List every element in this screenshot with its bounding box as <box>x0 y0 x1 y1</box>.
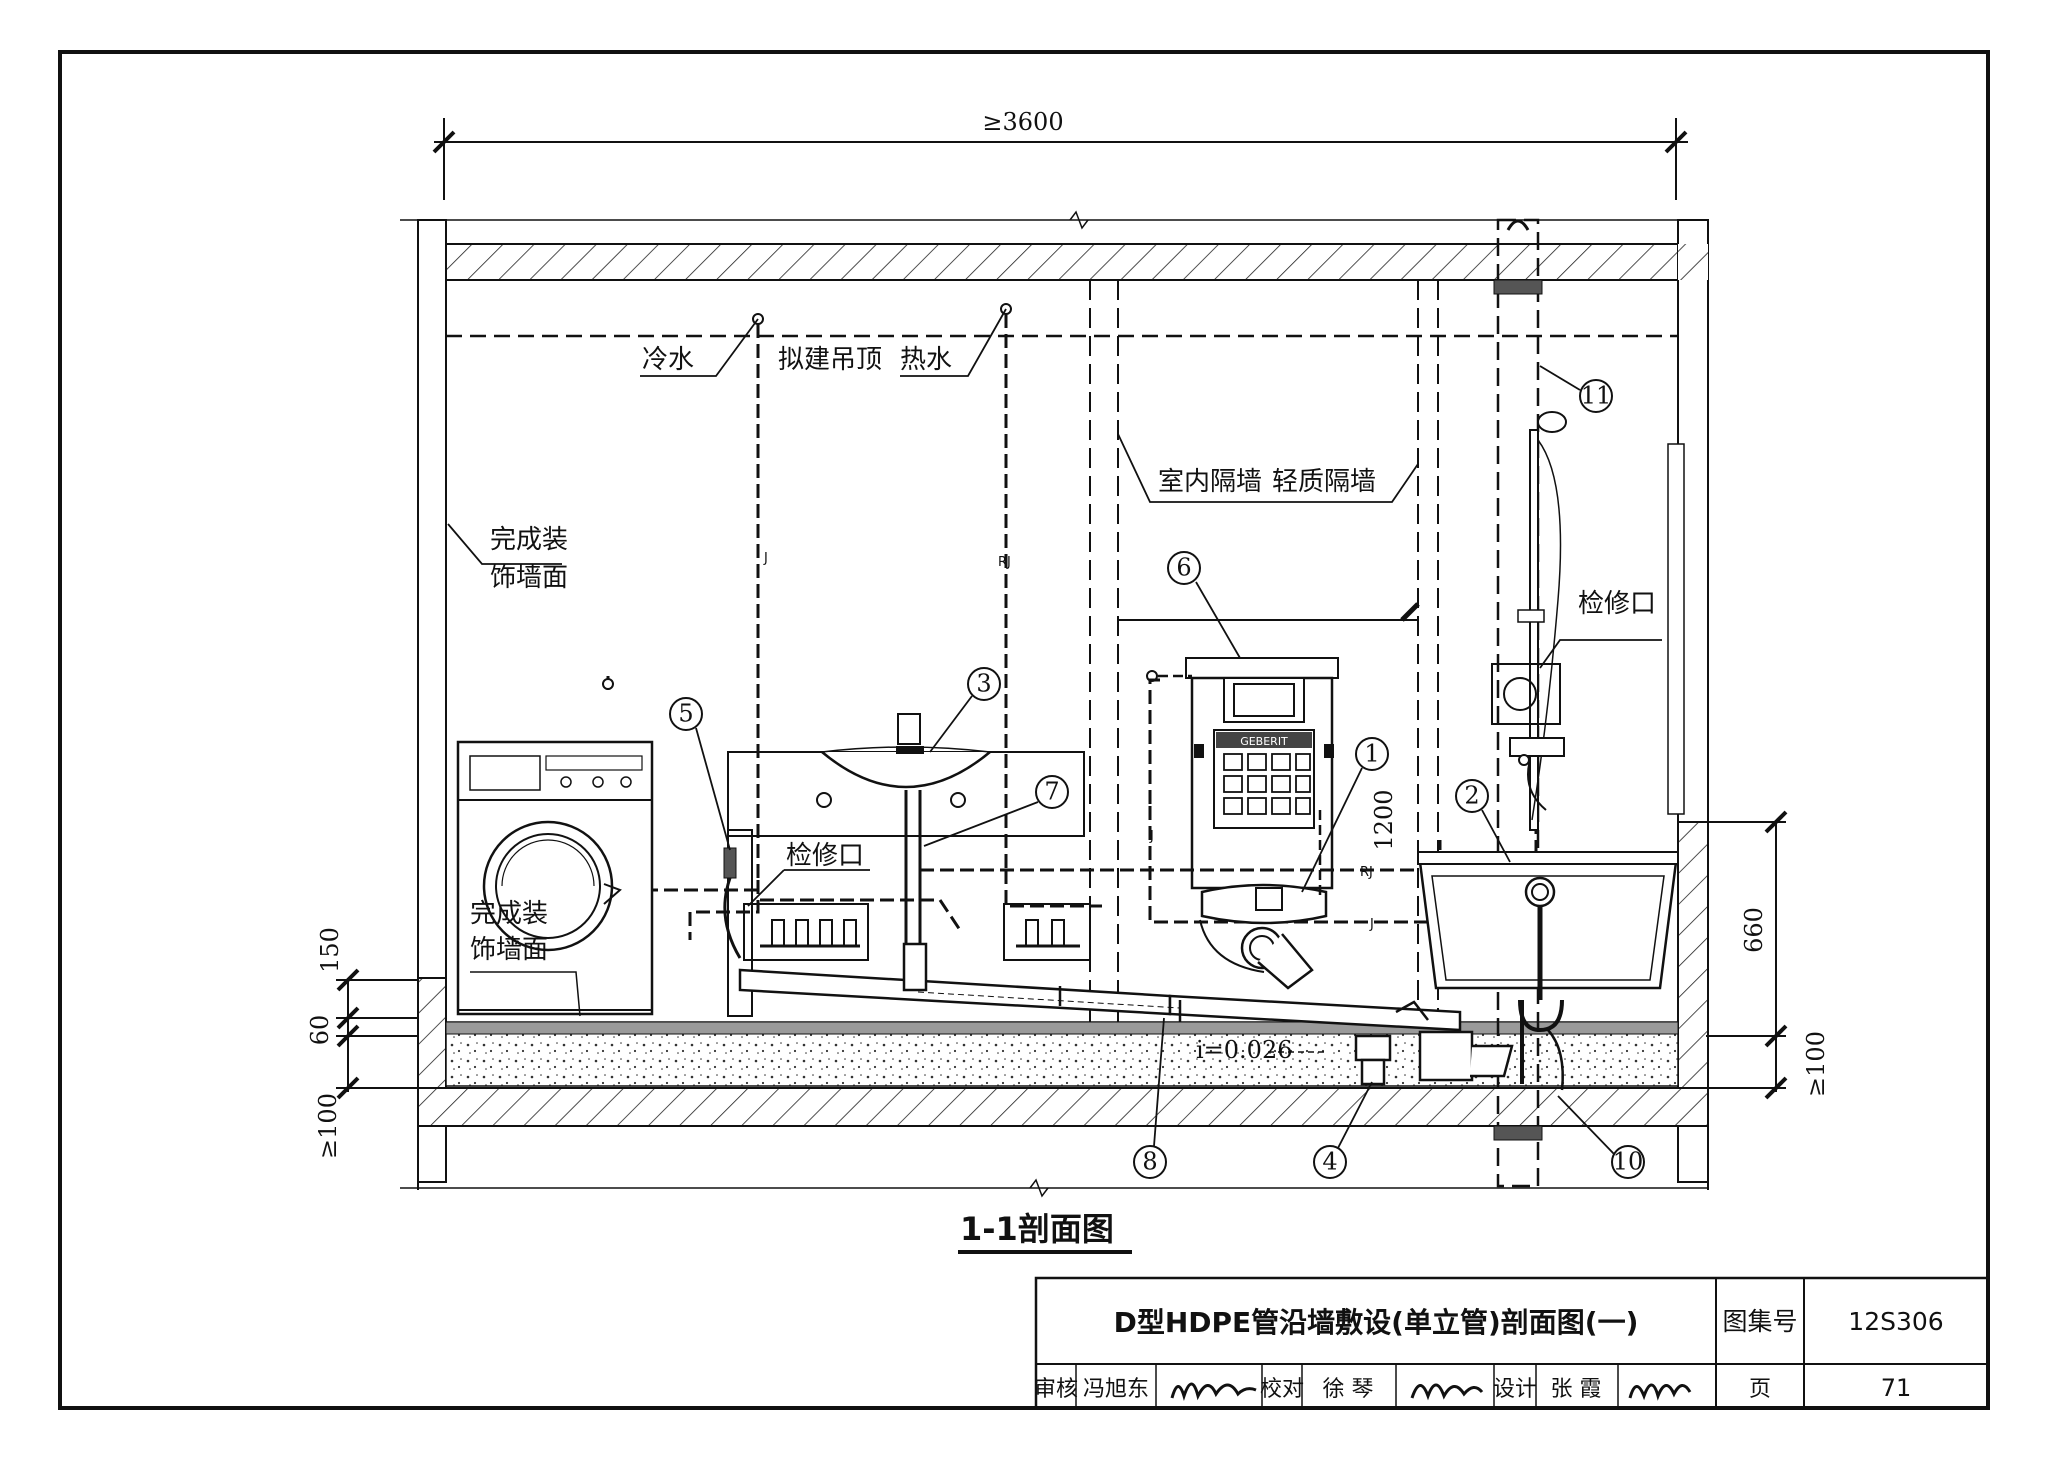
bathtub <box>1417 851 1679 1091</box>
marker-6: 6 <box>1167 551 1241 659</box>
design-signature <box>1628 1383 1692 1401</box>
marker-10: 10 <box>1557 1095 1645 1179</box>
svg-text:5: 5 <box>678 700 693 728</box>
indoor-partition-label: 室内隔墙 <box>1158 467 1262 497</box>
pipe-tags: J RJ RJ J J <box>763 551 1374 932</box>
finished-wall-label-2: 饰墙面 <box>490 563 568 593</box>
pipe-tag-rj-2: RJ <box>1360 865 1373 880</box>
ceiling-slab <box>417 243 1709 281</box>
pipe-tag-j-3: J <box>1149 829 1154 844</box>
finished-wall-bottom-1: 完成装 <box>470 899 548 929</box>
floor-drains <box>1354 1000 1514 1086</box>
marker-3: 3 <box>929 667 1001 753</box>
drain-pipe <box>738 942 1462 1032</box>
pipe-tag-j-2: J <box>1369 917 1374 932</box>
light-partition-label: 轻质隔墙 <box>1272 467 1376 497</box>
dimension-150: 150 <box>316 927 344 973</box>
svg-text:7: 7 <box>1044 778 1059 806</box>
left-dimensions <box>336 968 418 1100</box>
marker-7: 7 <box>923 775 1069 847</box>
svg-text:4: 4 <box>1322 1148 1337 1176</box>
right-dimensions <box>1706 810 1788 1100</box>
marker-2: 2 <box>1455 779 1511 863</box>
wc-frame: GEBERIT <box>1146 657 1339 990</box>
marker-8: 8 <box>1133 1017 1167 1179</box>
marker-11: 11 <box>1539 365 1613 413</box>
finished-wall-bottom-2: 饰墙面 <box>470 935 548 965</box>
dimension-660: 660 <box>1740 907 1768 953</box>
washing-machine: 完成装 饰墙面 <box>456 676 654 1017</box>
width-dimension-label: ≥3600 <box>982 108 1063 136</box>
brand-label: GEBERIT <box>1240 735 1288 748</box>
check-label: 校对 <box>1260 1377 1304 1402</box>
atlas-number: 12S306 <box>1848 1307 1943 1336</box>
supply-labels: 冷水 拟建吊顶 热水 完成装 饰墙面 室内隔墙 轻质隔墙 <box>447 303 1419 593</box>
page-number: 71 <box>1881 1374 1912 1402</box>
pipe-tag-j: J <box>763 551 768 566</box>
svg-text:8: 8 <box>1142 1148 1157 1176</box>
review-signature <box>1170 1382 1257 1401</box>
access-panel-right-label: 检修口 <box>1578 589 1656 619</box>
top-dimension: ≥3600 <box>432 108 1688 200</box>
svg-text:2: 2 <box>1464 782 1479 810</box>
dimension-1200: 1200 <box>1370 789 1398 850</box>
page-label: 页 <box>1749 1377 1771 1402</box>
svg-text:6: 6 <box>1176 554 1191 582</box>
dimension-100-right: ≥100 <box>1802 1031 1830 1097</box>
vanity: 检修口 <box>723 713 1091 1017</box>
floor-slab <box>417 1087 1709 1127</box>
pipe-tag-rj: RJ <box>998 555 1011 570</box>
slope-label: i=0.026 <box>1196 1036 1293 1064</box>
cold-water-label: 冷水 <box>642 345 694 375</box>
dimension-60: 60 <box>306 1015 334 1046</box>
review-name: 冯旭东 <box>1083 1377 1149 1402</box>
access-panel-left-label: 检修口 <box>786 841 864 871</box>
marker-5: 5 <box>669 697 731 851</box>
check-name: 徐 琴 <box>1323 1377 1374 1402</box>
marker-1: 1 <box>1301 737 1389 893</box>
title-block: D型HDPE管沿墙敷设(单立管)剖面图(一) 图集号 12S306 审核 冯旭东… <box>1034 1276 1990 1410</box>
slope-annotation: i=0.026 <box>1196 1036 1326 1064</box>
hot-water-label: 热水 <box>900 345 952 375</box>
review-label: 审核 <box>1034 1377 1078 1402</box>
markers: 1 2 3 4 5 6 7 8 10 11 <box>669 365 1645 1179</box>
check-signature <box>1410 1383 1484 1401</box>
ceiling-label: 拟建吊顶 <box>778 345 882 375</box>
atlas-label: 图集号 <box>1722 1307 1797 1336</box>
drawing-title: D型HDPE管沿墙敷设(单立管)剖面图(一) <box>1114 1306 1639 1339</box>
design-name: 张 霞 <box>1551 1377 1602 1402</box>
section-caption: 1-1剖面图 <box>960 1210 1114 1248</box>
sheet-border <box>58 50 1990 1410</box>
svg-text:1: 1 <box>1364 740 1379 768</box>
svg-text:3: 3 <box>976 670 991 698</box>
svg-text:10: 10 <box>1613 1148 1644 1176</box>
dimension-100-left: ≥100 <box>314 1093 342 1159</box>
svg-text:11: 11 <box>1581 382 1612 410</box>
finished-wall-label-1: 完成装 <box>490 525 568 555</box>
marker-4: 4 <box>1313 1081 1373 1179</box>
shower: 检修口 <box>1491 411 1662 831</box>
design-label: 设计 <box>1493 1377 1537 1402</box>
